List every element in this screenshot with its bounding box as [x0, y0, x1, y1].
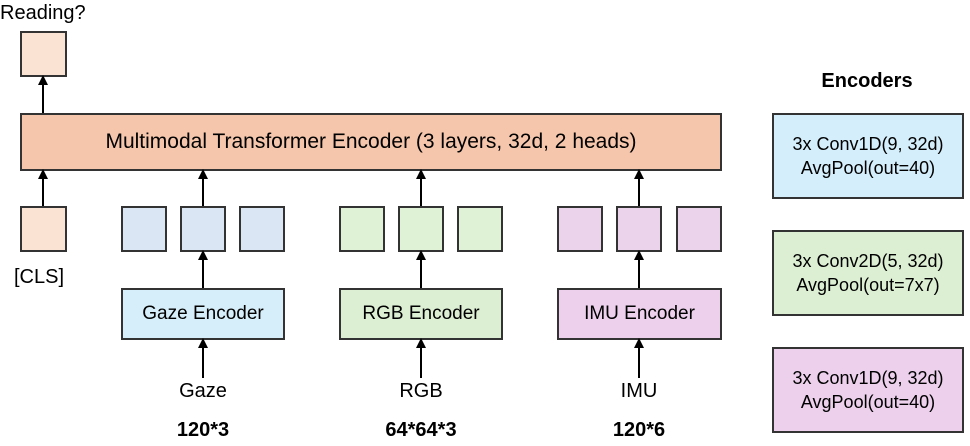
- spec-line2: AvgPool(out=7x7): [796, 275, 940, 295]
- gaze-token: [239, 206, 285, 252]
- imu-input-label: IMU: [620, 380, 658, 402]
- gaze-encoder-label: Gaze Encoder: [142, 303, 264, 324]
- rgb-input-label: RGB: [399, 380, 443, 402]
- encoders-title: Encoders: [821, 70, 913, 92]
- spec-line1: 3x Conv1D(9, 32d): [792, 368, 944, 388]
- rgb-encoder-label: RGB Encoder: [362, 303, 480, 324]
- spec-line1: 3x Conv2D(5, 32d): [792, 251, 944, 271]
- output-label: Reading?: [0, 2, 86, 24]
- transformer-label: Multimodal Transformer Encoder (3 layers…: [105, 130, 637, 153]
- imu-encoder-box: IMU Encoder: [557, 288, 722, 340]
- encoder-spec-gaze: 3x Conv1D(9, 32d) AvgPool(out=40): [772, 113, 964, 199]
- gaze-input-shape: 120*3: [176, 419, 230, 441]
- rgb-token: [457, 206, 503, 252]
- imu-token: [616, 206, 662, 252]
- cls-token: [20, 206, 67, 252]
- rgb-encoder-box: RGB Encoder: [339, 288, 503, 340]
- gaze-input-label: Gaze: [179, 380, 227, 402]
- imu-token: [557, 206, 603, 252]
- cls-label: [CLS]: [14, 266, 65, 288]
- imu-input-shape: 120*6: [612, 419, 666, 441]
- gaze-token: [121, 206, 167, 252]
- spec-line1: 3x Conv1D(9, 32d): [792, 134, 944, 154]
- encoder-spec-imu: 3x Conv1D(9, 32d) AvgPool(out=40): [772, 347, 964, 433]
- rgb-input-shape: 64*64*3: [385, 419, 457, 441]
- encoder-spec-rgb: 3x Conv2D(5, 32d) AvgPool(out=7x7): [772, 230, 964, 316]
- imu-token: [676, 206, 722, 252]
- spec-line2: AvgPool(out=40): [800, 158, 936, 178]
- rgb-token: [398, 206, 444, 252]
- spec-line2: AvgPool(out=40): [800, 392, 936, 412]
- imu-encoder-label: IMU Encoder: [584, 303, 695, 324]
- multimodal-transformer-encoder: Multimodal Transformer Encoder (3 layers…: [20, 113, 722, 171]
- rgb-token: [339, 206, 385, 252]
